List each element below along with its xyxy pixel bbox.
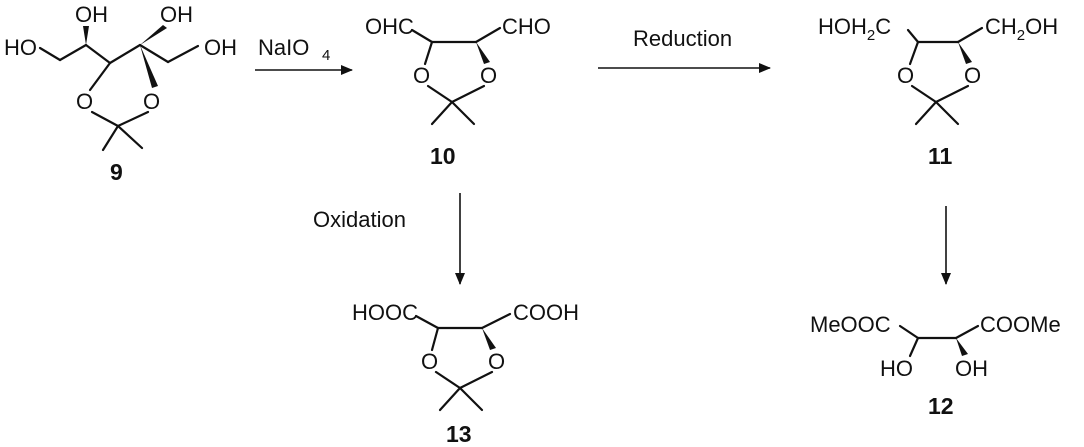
step-arrow-oxidation: Oxidation — [313, 193, 465, 285]
atom-coome: COOMe — [980, 312, 1061, 337]
atom-o-ring-1: O — [897, 63, 914, 88]
compound-13: HOOC COOH O O 13 — [352, 300, 579, 447]
atom-hoh2c-left: HOH2C — [818, 14, 891, 44]
atom-meooc: MeOOC — [810, 312, 891, 337]
bonds-12 — [898, 324, 980, 358]
atom-o-ring-2: O — [488, 349, 505, 374]
step-arrow-reduction: Reduction — [598, 26, 771, 73]
atom-ohc: OHC — [365, 14, 414, 39]
reagent-naio: NaIO — [258, 35, 309, 60]
atom-o-ring-2: O — [480, 63, 497, 88]
atom-o-ring-1: O — [413, 63, 430, 88]
compound-label-9: 9 — [110, 159, 123, 185]
atom-oh-top-2: OH — [160, 2, 193, 27]
atom-o-ring-1: O — [421, 349, 438, 374]
compound-label-13: 13 — [446, 421, 472, 447]
bonds-10 — [410, 26, 502, 126]
step-arrow-periodate: NaIO 4 — [255, 35, 353, 75]
atom-o-ring-2: O — [964, 63, 981, 88]
compound-label-10: 10 — [430, 143, 456, 169]
compound-9: HO OH OH OH O O 9 — [4, 2, 237, 185]
bonds-9 — [38, 25, 200, 152]
atom-oh-top-1: OH — [75, 2, 108, 27]
atom-oh: OH — [955, 356, 988, 381]
atom-ho: HO — [880, 356, 913, 381]
compound-label-12: 12 — [928, 393, 954, 419]
bonds-13 — [414, 312, 512, 412]
atom-ch2oh-right: CH2OH — [985, 14, 1058, 44]
atom-cooh: COOH — [513, 300, 579, 325]
compound-label-11: 11 — [928, 143, 953, 169]
atom-o-ring-2: O — [143, 89, 160, 114]
bonds-11 — [906, 26, 984, 126]
compound-12: MeOOC COOMe HO OH 12 — [810, 312, 1061, 419]
compound-11: HOH2C CH2OH O O 11 — [818, 14, 1058, 169]
atom-o-ring-1: O — [76, 89, 93, 114]
atom-cho: CHO — [502, 14, 551, 39]
compound-10: OHC CHO O O 10 — [365, 14, 551, 169]
atom-hooc: HOOC — [352, 300, 418, 325]
reagent-oxidation: Oxidation — [313, 207, 406, 232]
atom-ho-left: HO — [4, 35, 37, 60]
reagent-reduction: Reduction — [633, 26, 732, 51]
reagent-naio-subscript: 4 — [322, 47, 330, 64]
atom-oh-right: OH — [204, 35, 237, 60]
